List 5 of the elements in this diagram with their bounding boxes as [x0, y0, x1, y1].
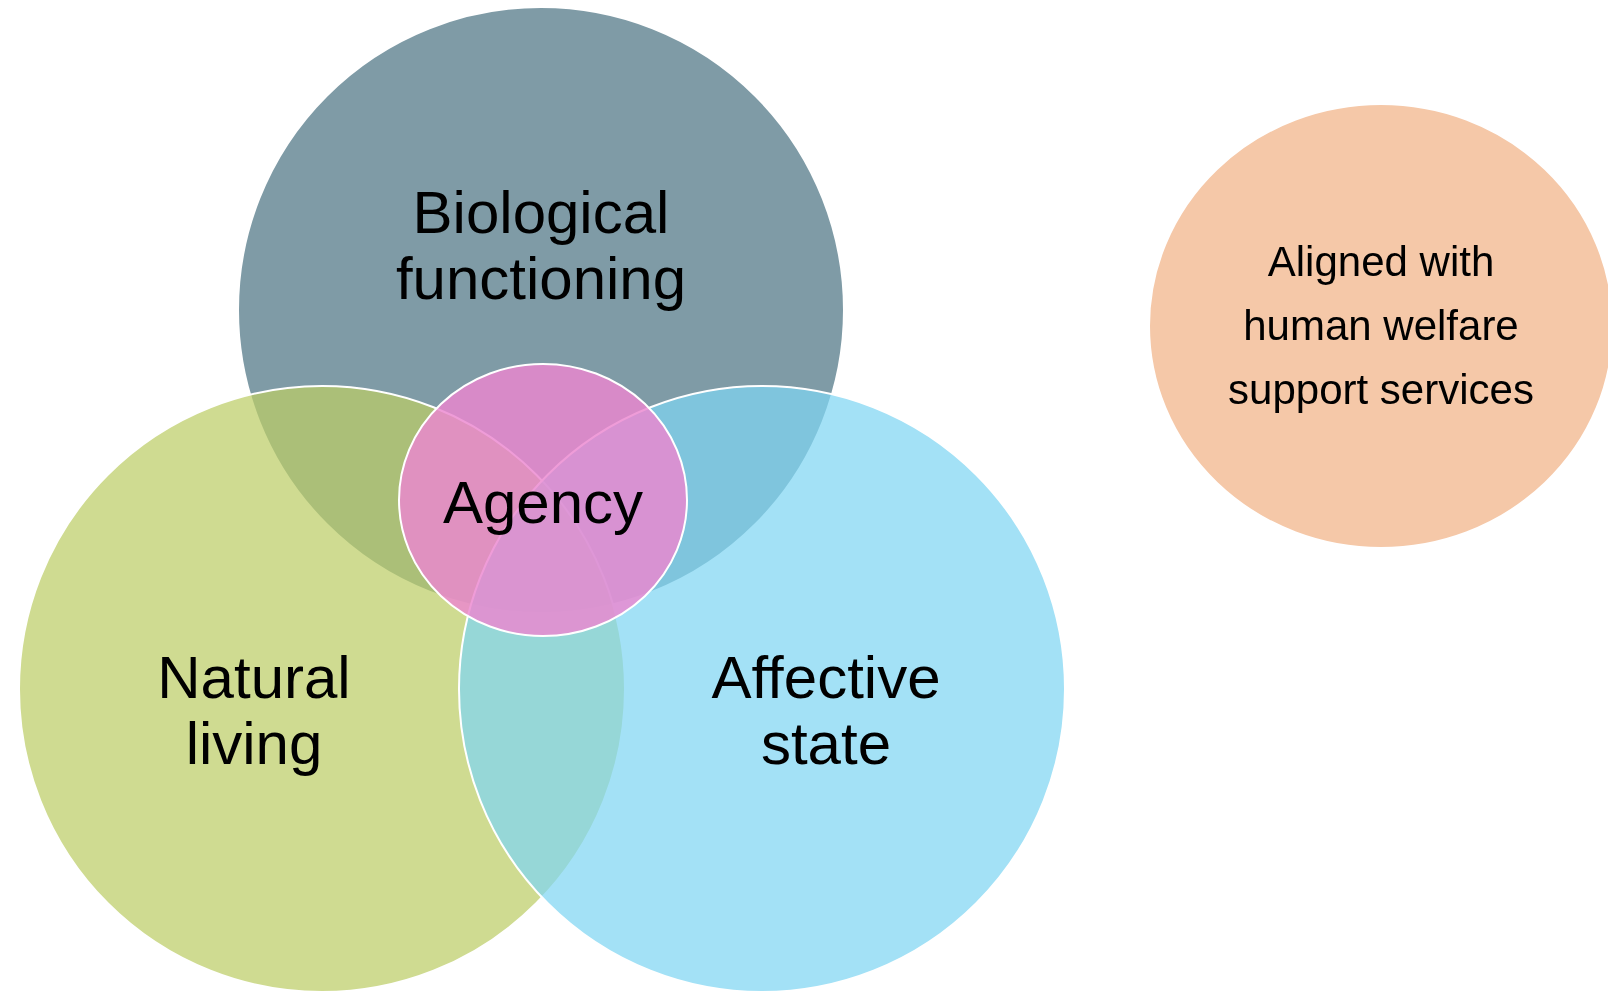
circle-label: Agency — [441, 470, 645, 536]
circle-label: Aligned with human welfare support services — [1227, 237, 1535, 415]
circle-label: Affective state — [710, 645, 942, 777]
circle-label: Natural living — [156, 645, 352, 777]
circle-label: Biological functioning — [394, 180, 688, 312]
